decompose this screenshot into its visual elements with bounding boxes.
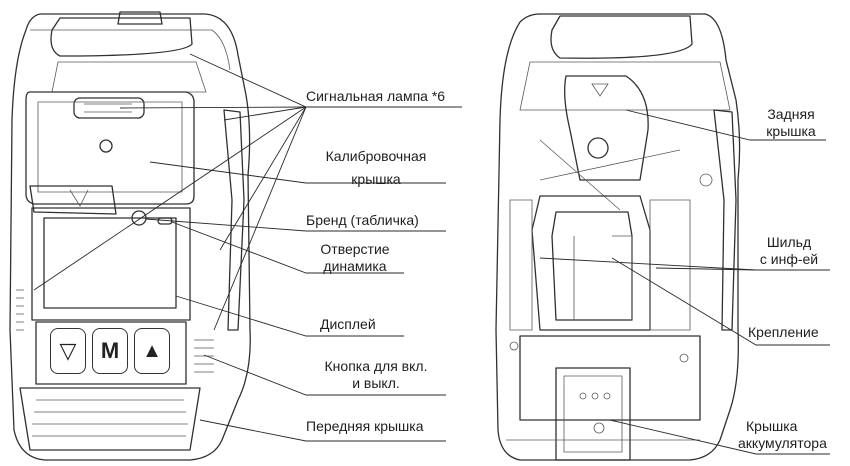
label-calibration-cover: Калибровочная крышка	[325, 148, 427, 187]
label-display: Дисплей	[320, 316, 376, 332]
back-device	[495, 13, 741, 461]
label-signal-lamp: Сигнальная лампа *6	[306, 88, 446, 104]
label-mount: Крепление	[748, 324, 819, 340]
label-back-cover: Задняя крышка	[766, 106, 816, 139]
label-front-cover: Передняя крышка	[306, 418, 424, 434]
label-brand-plate: Бренд (табличка)	[306, 212, 419, 228]
up-triangle-icon: ▲	[142, 339, 162, 362]
down-key-button[interactable]: ▽	[50, 328, 86, 374]
down-triangle-icon: ▽	[59, 338, 77, 363]
front-device	[9, 11, 251, 461]
label-power-button: Кнопка для вкл. и выкл.	[324, 358, 428, 391]
mode-key-button[interactable]: M	[92, 328, 128, 374]
label-battery-cover: Крышка аккумулятора	[738, 418, 827, 451]
label-info-plate: Шильд с инф-ей	[759, 234, 819, 267]
label-speaker-hole: Отверстие динамика	[320, 241, 390, 274]
up-key-button[interactable]: ▲	[134, 328, 170, 374]
leader-lines	[33, 53, 830, 455]
mode-key-label: M	[100, 338, 120, 363]
